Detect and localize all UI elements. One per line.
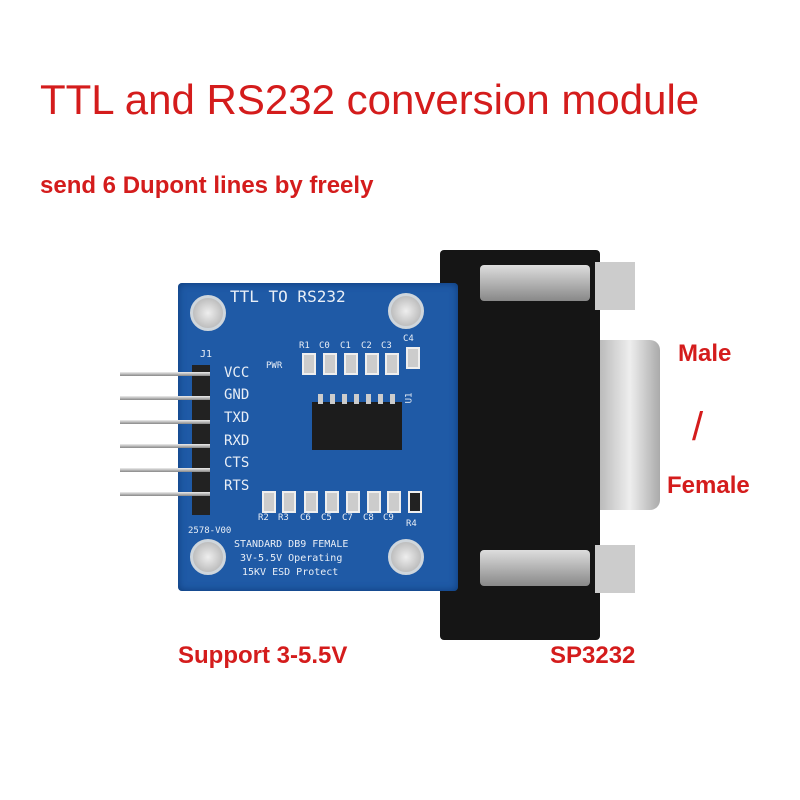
part-label: C8 [363,513,374,523]
subtitle: send 6 Dupont lines by freely [40,172,374,199]
header-pin [120,396,210,400]
mount-hole [190,295,226,331]
smd-part [262,491,276,513]
ic-leg [354,394,359,404]
smd-part [304,491,318,513]
part-label: C2 [361,341,372,351]
pin-label: RTS [224,478,250,494]
part-label: R3 [278,513,289,523]
mount-hole [190,539,226,575]
smd-part [387,491,401,513]
part-label: C7 [342,513,353,523]
pin-label: CTS [224,455,250,471]
part-label: C3 [381,341,392,351]
mount-hole [388,293,424,329]
part-label: R2 [258,513,269,523]
ic-leg [342,394,347,404]
pin-label: TXD [224,410,250,426]
part-label: C6 [300,513,311,523]
ic-ref: U1 [404,392,415,404]
version-label: 2578-V00 [188,526,232,536]
header-pin [120,444,210,448]
ic-leg [390,394,395,404]
female-label: Female [667,472,750,499]
smd-part [323,353,337,375]
footer-line: 15KV ESD Protect [242,567,339,578]
smd-part [408,491,422,513]
slash-label: / [692,405,704,449]
footer-line: 3V-5.5V Operating [240,553,343,564]
header-pin [120,468,210,472]
ic-leg [366,394,371,404]
screw-top [480,265,590,301]
chip-label: SP3232 [550,642,636,669]
board-title: TTL TO RS232 [230,287,346,306]
pin-label: RXD [224,433,250,449]
title: TTL and RS232 conversion module [40,76,700,123]
smd-part [406,347,420,369]
voltage-support-label: Support 3-5.5V [178,642,348,669]
smd-part [325,491,339,513]
nut-top [595,262,635,310]
male-label: Male [678,340,732,367]
part-label: C5 [321,513,332,523]
sp3232-chip [312,402,402,450]
smd-part [302,353,316,375]
part-label: C1 [340,341,351,351]
pin-header [192,365,210,515]
smd-part [346,491,360,513]
pin-label: GND [224,387,250,403]
part-label: C9 [383,513,394,523]
ic-leg [378,394,383,404]
smd-part [344,353,358,375]
part-label: C0 [319,341,330,351]
header-pin [120,420,210,424]
smd-part [365,353,379,375]
screw-bottom [480,550,590,586]
nut-bottom [595,545,635,593]
part-label: R1 [299,341,310,351]
ic-leg [330,394,335,404]
pwr-label: PWR [266,361,283,371]
smd-part [385,353,399,375]
smd-part [367,491,381,513]
header-pin [120,372,210,376]
part-label: C4 [403,334,414,344]
part-label: R4 [406,519,417,529]
header-ref: J1 [200,349,213,360]
header-pin [120,492,210,496]
footer-line: STANDARD DB9 FEMALE [234,539,349,550]
smd-part [282,491,296,513]
db9-shell [600,340,660,510]
pin-label: VCC [224,365,250,381]
mount-hole [388,539,424,575]
ic-leg [318,394,323,404]
